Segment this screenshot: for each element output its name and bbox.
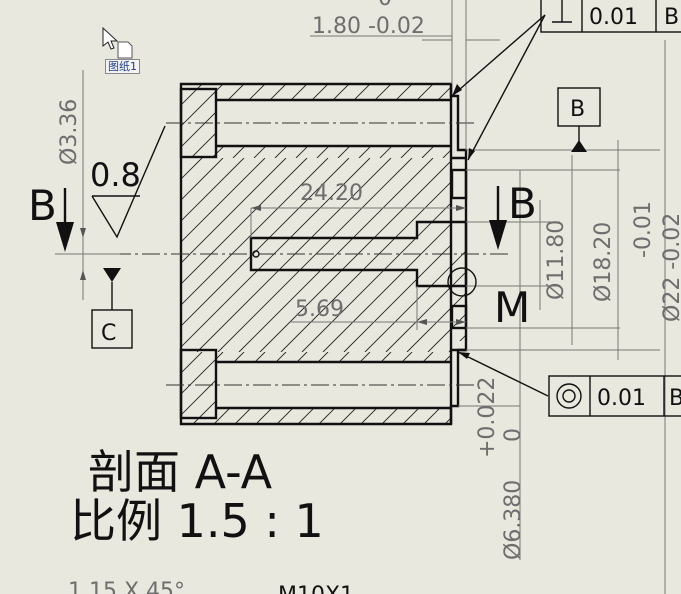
dim-phi-6-380-tol-lower: 0 <box>501 428 526 442</box>
gdt-bottom-value: 0.01 <box>597 386 646 411</box>
gdt-top-datum: B <box>664 5 679 30</box>
section-label-left: B <box>28 181 57 230</box>
dim-phi-3-36: Ø3.36 <box>57 99 82 165</box>
dim-phi-6-380-tol-upper: +0.022 <box>475 377 500 458</box>
datum-c <box>91 268 133 349</box>
dim-1-80: 1.80 -0.02 <box>312 14 425 39</box>
gdt-frame-top <box>540 0 681 33</box>
leaders <box>91 14 549 397</box>
dim-phi-11-80: Ø11.80 <box>544 220 569 300</box>
section-label-right: B <box>508 179 537 228</box>
surface-finish-value: 0.8 <box>90 156 141 194</box>
cursor-icon <box>102 26 133 59</box>
dim-phi-22: Ø22 -0.02 <box>660 213 681 322</box>
dim-top-partial: 0 <box>378 0 392 11</box>
note-chamfer: 1.15 X 45° <box>68 579 185 594</box>
datum-b <box>557 87 601 152</box>
dimension-lines <box>55 0 666 594</box>
dim-5-69: 5.69 <box>295 297 344 322</box>
dim-phi-22-tol: -0.01 <box>631 201 656 258</box>
gdt-frame-bottom <box>548 375 681 417</box>
detail-circle <box>447 267 477 297</box>
section-scale: 比例 1.5 : 1 <box>70 494 324 548</box>
gdt-top-value: 0.01 <box>589 5 638 30</box>
center-lines <box>55 122 510 386</box>
detail-label-m: M <box>494 283 530 332</box>
gdt-bottom-datum: B <box>669 386 681 411</box>
dim-phi-18-20: Ø18.20 <box>591 222 616 302</box>
sheet-tab-label[interactable]: 图纸1 <box>105 59 140 74</box>
section-arrow-right <box>489 186 507 250</box>
section-arrow-left <box>56 188 74 252</box>
dim-phi-6-380: Ø6.380 <box>501 480 526 560</box>
section-title: 剖面 A-A <box>88 445 273 499</box>
datum-b-label: B <box>570 97 585 122</box>
dim-24-20: 24.20 <box>300 181 363 206</box>
note-thread: M10X1 <box>278 583 354 594</box>
datum-c-label: C <box>101 321 116 346</box>
